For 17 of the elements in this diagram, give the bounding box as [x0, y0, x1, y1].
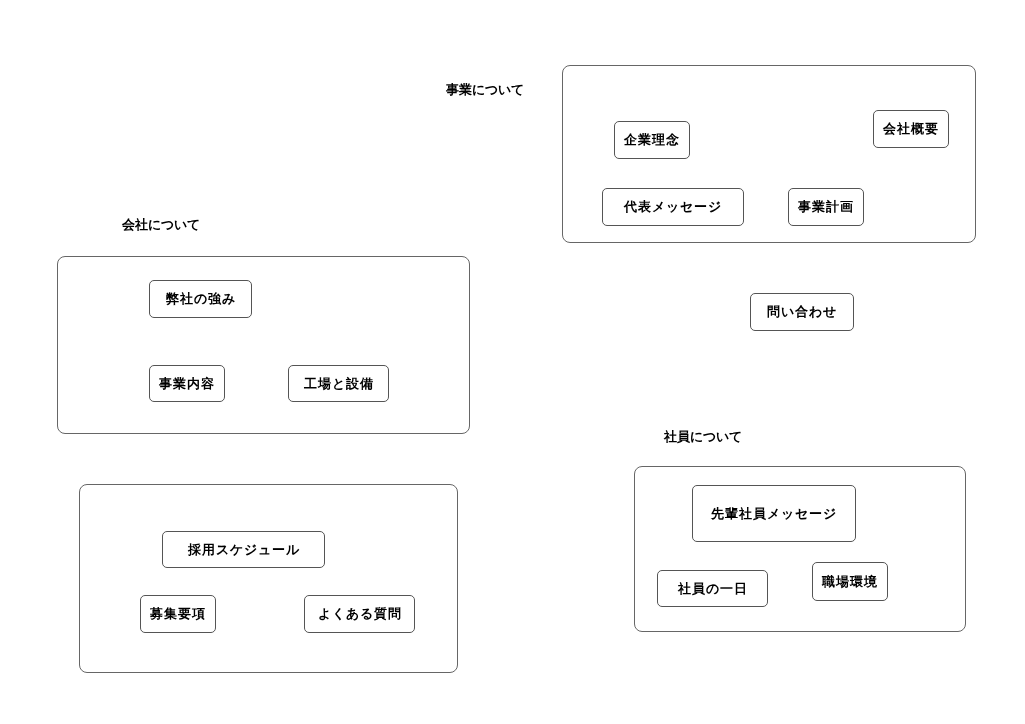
page-box: 採用スケジュール: [162, 531, 325, 568]
page-box: 社員の一日: [657, 570, 768, 607]
group-heading: 会社について: [122, 216, 200, 234]
page-box: 企業理念: [614, 121, 690, 159]
page-box: 事業計画: [788, 188, 864, 226]
page-box: 募集要項: [140, 595, 216, 633]
group-heading: 社員について: [664, 428, 742, 446]
page-box: 問い合わせ: [750, 293, 854, 331]
page-box: 先輩社員メッセージ: [692, 485, 856, 542]
page-box: 弊社の強み: [149, 280, 252, 318]
group-heading: 事業について: [446, 81, 524, 99]
page-box: 代表メッセージ: [602, 188, 744, 226]
page-box: 会社概要: [873, 110, 949, 148]
page-box: 事業内容: [149, 365, 225, 402]
page-box: 工場と設備: [288, 365, 389, 402]
page-box: よくある質問: [304, 595, 415, 633]
page-box: 職場環境: [812, 562, 888, 601]
